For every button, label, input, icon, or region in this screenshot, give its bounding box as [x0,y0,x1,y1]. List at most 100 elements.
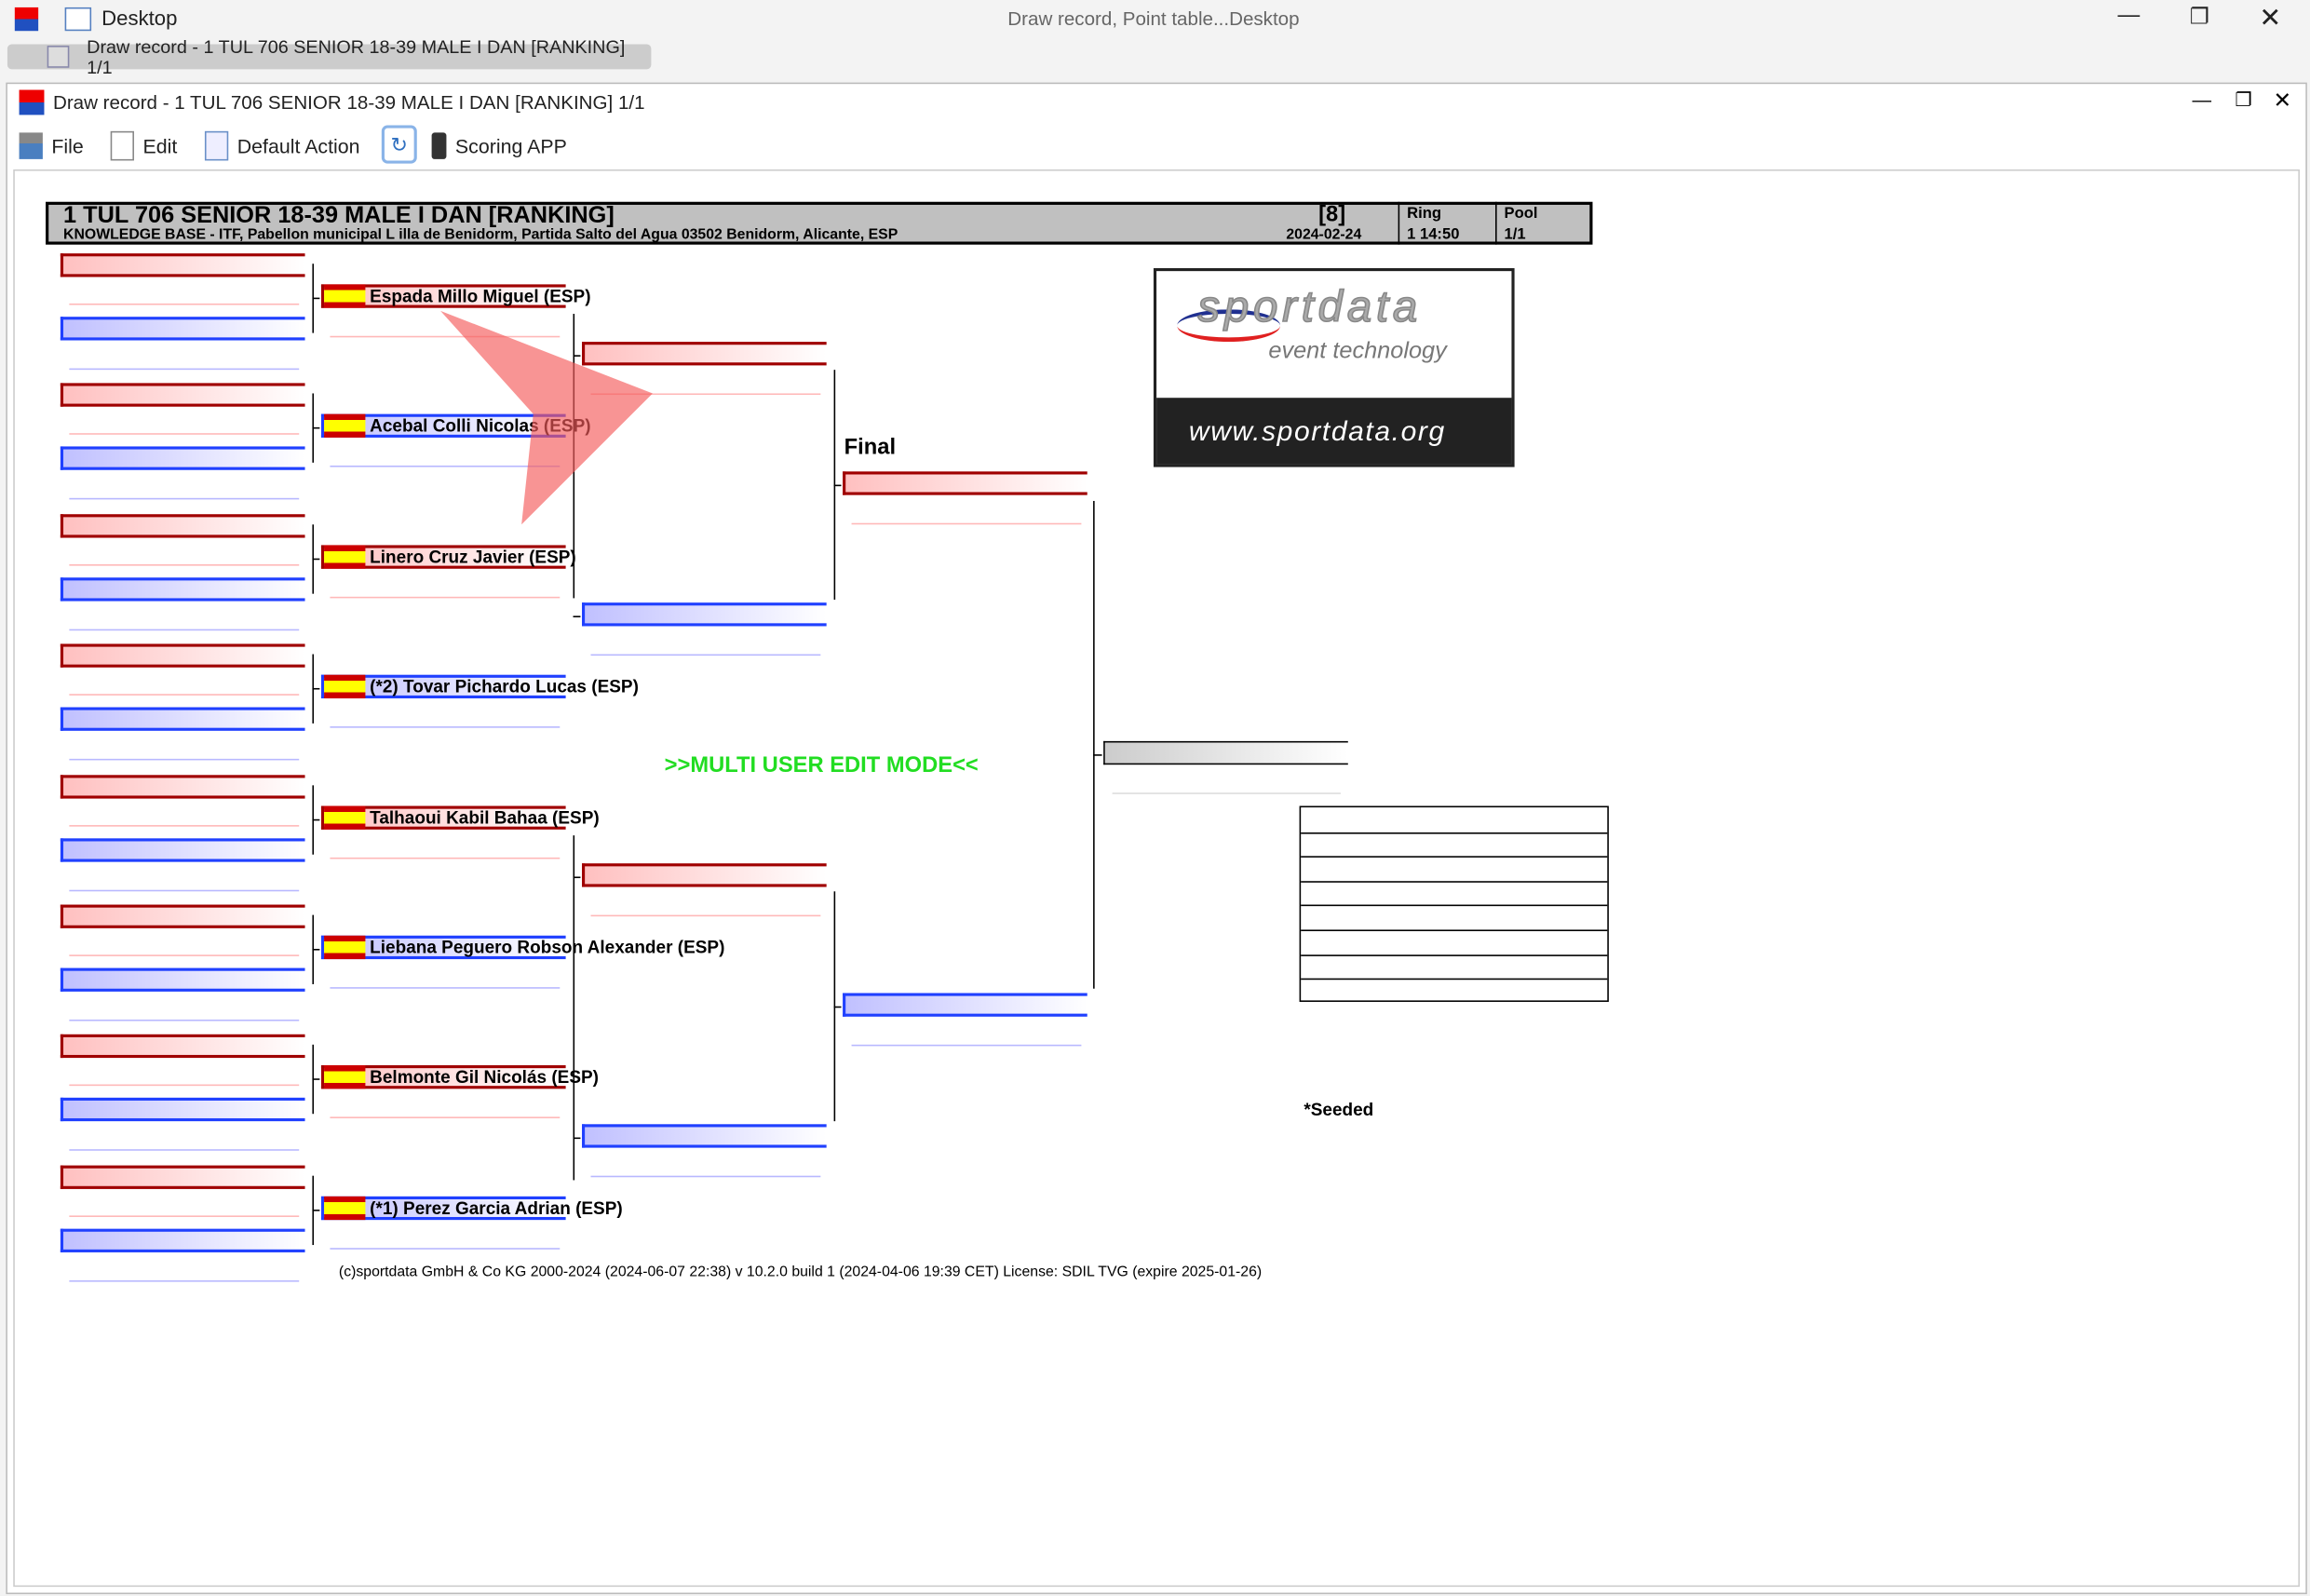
round1-blue-slot[interactable] [60,576,305,602]
desktop-title: Desktop [101,6,178,30]
round1-blue-slot[interactable] [60,967,305,992]
score-line [69,954,300,956]
logo-brand: sportdata [1197,282,1423,332]
date: 2024-02-24 [1286,226,1362,244]
score-line [69,759,300,761]
score-line [69,1279,300,1282]
competitor-name: Belmonte Gil Nicolás (ESP) [370,1067,600,1089]
file-menu[interactable]: File [19,128,84,164]
score-line [330,335,561,338]
round1-blue-slot[interactable] [60,1098,305,1122]
bracket-line [312,1078,320,1081]
bracket-line [312,1209,320,1211]
bracket-line [312,949,320,951]
minimize-button[interactable]: — [2117,3,2141,29]
default-action-label: Default Action [236,134,360,157]
round1-red-slot[interactable] [60,904,305,928]
close-button[interactable]: ✕ [2259,3,2282,33]
competitor-name: (*1) Perez Garcia Adrian (ESP) [370,1197,623,1219]
score-line [330,596,561,599]
spain-flag-icon [324,805,366,830]
competitor-name: Espada Millo Miguel (ESP) [370,285,591,307]
refresh-button[interactable]: ↻ [381,125,417,164]
competitor-name: Liebana Peguero Robson Alexander (ESP) [370,937,725,958]
ranking-row-divider [1301,856,1608,859]
round1-red-slot[interactable] [60,1035,305,1059]
venue: KNOWLEDGE BASE - ITF, Pabellon municipal… [63,226,898,244]
window-close-button[interactable]: ✕ [2273,88,2292,114]
round1-blue-slot[interactable] [60,837,305,862]
bracket-line [573,876,581,879]
score-line [69,889,300,891]
score-line [851,522,1082,525]
bracket-line [573,615,581,617]
round1-red-slot[interactable] [60,513,305,538]
window-restore-button[interactable]: ❐ [2235,88,2252,111]
bracket-line [573,835,575,1181]
default-action-menu[interactable]: Default Action [204,128,360,164]
score-line [69,498,300,501]
score-line [69,1149,300,1152]
scoring-app-menu[interactable]: Scoring APP [431,128,567,164]
round1-blue-slot[interactable] [60,447,305,471]
score-line [69,629,300,630]
seeded-note: *Seeded [1304,1099,1374,1120]
score-line [69,1019,300,1021]
semifinal-slot[interactable] [843,993,1087,1017]
bracket-line [1093,754,1102,756]
round1-blue-slot[interactable] [60,1228,305,1252]
round1-red-slot[interactable] [60,253,305,277]
bracket-line [833,1006,842,1008]
ranking-row-divider [1301,978,1608,981]
scoring-app-label: Scoring APP [454,134,567,157]
spain-flag-icon [324,284,366,308]
score-line [330,1117,561,1119]
score-line [330,466,561,468]
ring-label: Ring [1407,204,1442,223]
draw-sheet: 1 TUL 706 SENIOR 18-39 MALE I DAN [RANKI… [13,169,2300,1588]
task-tab-label: Draw record - 1 TUL 706 SENIOR 18-39 MAL… [87,35,626,78]
footer-copyright: (c)sportdata GmbH & Co KG 2000-2024 (202… [338,1264,1263,1281]
spain-flag-icon [324,674,366,699]
logo-tagline: event technology [1268,338,1447,364]
ring-value: 1 14:50 [1407,225,1460,244]
round1-red-slot[interactable] [60,774,305,798]
phone-icon [431,132,447,159]
ranking-row-divider [1301,929,1608,932]
round1-red-slot[interactable] [60,384,305,408]
score-line [69,368,300,371]
draw-record-window: Draw record - 1 TUL 706 SENIOR 18-39 MAL… [6,82,2307,1595]
round1-red-slot[interactable] [60,1165,305,1189]
round2-slot[interactable] [582,602,827,627]
round2-slot[interactable] [582,863,827,887]
multi-user-edit-banner: >>MULTI USER EDIT MODE<< [664,752,979,778]
competitor-count: [8] [1318,201,1346,227]
sportdata-logo[interactable]: sportdata event technology www.sportdata… [1153,267,1515,467]
window-icon [64,7,92,32]
score-line [69,563,300,566]
round1-blue-slot[interactable] [60,707,305,732]
semifinal-slot[interactable] [843,471,1087,495]
round2-slot[interactable] [582,342,827,366]
bracket-line [312,818,320,820]
maximize-button[interactable]: ❐ [2189,4,2210,30]
round1-red-slot[interactable] [60,643,305,669]
round1-blue-slot[interactable] [60,317,305,341]
ranking-row-divider [1301,832,1608,833]
header-box: 1 TUL 706 SENIOR 18-39 MALE I DAN [RANKI… [46,201,1593,245]
center-title: Draw record, Point table...Desktop [1007,7,1300,30]
spain-flag-icon [324,545,366,569]
score-line [590,654,821,656]
score-line [851,1044,1082,1047]
competitor-name: (*2) Tovar Pichardo Lucas (ESP) [370,676,639,697]
task-tab[interactable]: Draw record - 1 TUL 706 SENIOR 18-39 MAL… [7,36,652,77]
score-line [69,824,300,827]
score-line [330,726,561,728]
window-minimize-button[interactable]: — [2192,88,2212,111]
score-line [330,1247,561,1250]
pool-value: 1/1 [1504,225,1526,244]
round2-slot[interactable] [582,1124,827,1148]
bracket-line [573,355,581,357]
winner-box[interactable] [1103,740,1348,765]
edit-menu[interactable]: Edit [110,128,177,164]
